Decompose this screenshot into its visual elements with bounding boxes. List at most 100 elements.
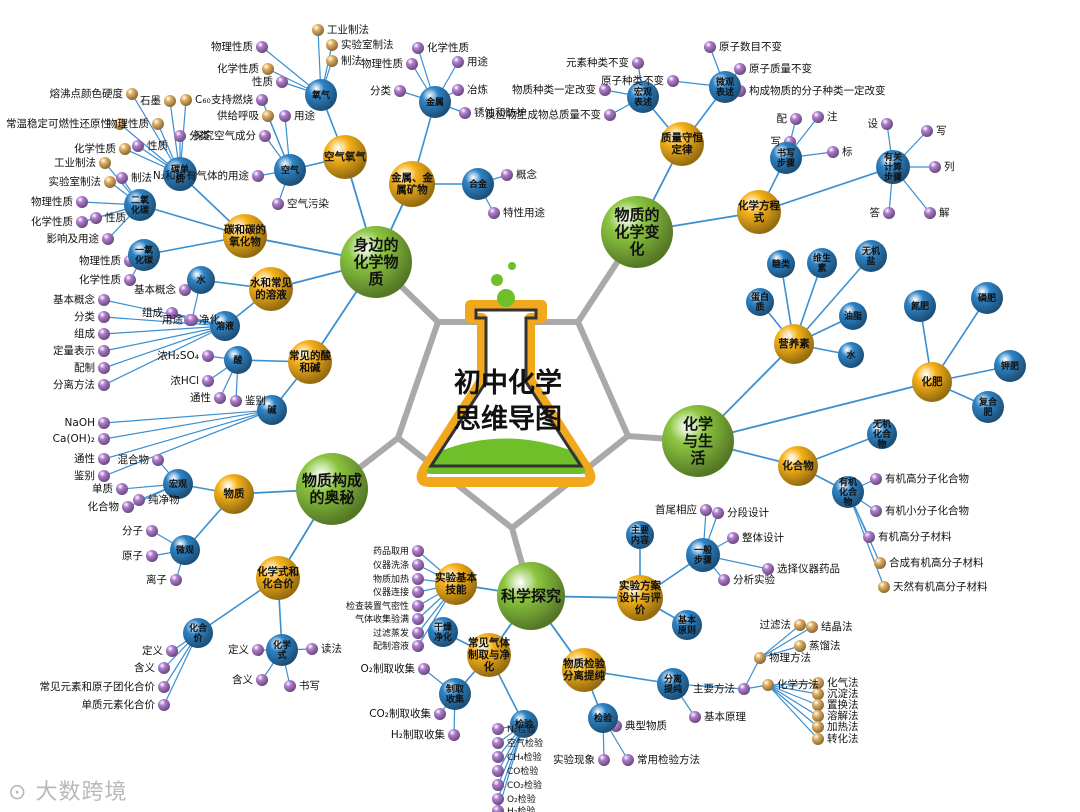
leaf-dot <box>124 274 136 286</box>
main-node-2-label: 物质的化学变化 <box>614 206 659 258</box>
leaf-dot <box>166 645 178 657</box>
topic-node-alloy-label: 合金 <box>469 178 488 190</box>
leaf-label: 支持燃烧 <box>211 93 253 106</box>
leaf-dot <box>259 130 271 142</box>
topic-node-acid <box>224 346 252 374</box>
leaf-dot <box>116 172 128 184</box>
leaf-line <box>103 325 226 386</box>
leaf-dot <box>186 314 198 326</box>
main-node-5-label: 物质构成的奥秘 <box>302 471 362 506</box>
leaf-dot <box>448 729 460 741</box>
leaf-dot <box>98 362 110 374</box>
topic-node-val-label: 化合价 <box>189 621 208 643</box>
leaf-label: 药品取用 <box>373 546 409 557</box>
leaf-dot <box>256 41 268 53</box>
sub-node-comp-label: 化合物 <box>782 459 814 472</box>
leaf-dot <box>152 118 164 130</box>
leaf-label: 混合物 <box>118 453 150 466</box>
sub-node-air <box>323 135 367 179</box>
leaf-label: 石墨 <box>140 95 161 107</box>
sub-node-formula <box>256 556 300 600</box>
leaf-dot <box>326 55 338 67</box>
leaf-dot <box>492 779 504 791</box>
leaf-label: 锈蚀和防护 <box>474 106 527 119</box>
leaf-dot <box>99 157 111 169</box>
leaf-label: 用途 <box>467 55 488 68</box>
sub-node-eq-label: 化学方程式 <box>738 199 780 224</box>
leaf-dot <box>412 42 424 54</box>
leaf-label: 化学性质 <box>217 62 259 75</box>
leaf-dot <box>98 470 110 482</box>
title-line1: 初中化学 <box>454 367 562 399</box>
topic-node-gen-label: 一般步骤 <box>694 543 713 565</box>
leaf-line <box>103 409 273 440</box>
leaf-label: 沉淀法 <box>827 687 859 700</box>
sub-node-air-label: 空气氧气 <box>324 150 366 163</box>
leaf-label: 定义 <box>142 644 163 657</box>
main-node-4-label: 科学探究 <box>501 587 561 605</box>
leaf-label: 溶解法 <box>827 709 859 722</box>
watermark-text: 大数跨境 <box>35 780 128 805</box>
leaf-label: 反应物生成物总质量不变 <box>486 108 602 121</box>
leaf-line <box>767 684 819 740</box>
leaf-dot <box>412 613 424 625</box>
leaf-label: 探究空气成分 <box>193 129 256 142</box>
sub-node-water <box>249 267 293 311</box>
topic-node-vit-label: 维生素 <box>813 251 831 273</box>
topic-node-salt-label: 无机盐 <box>861 244 880 266</box>
leaf-label: 检查装置气密性 <box>346 600 409 612</box>
leaf-label: 物理性质 <box>361 57 403 70</box>
topic-node-c-label: 碳单质 <box>171 162 189 184</box>
leaf-dot <box>812 111 824 123</box>
leaf-label: 书写 <box>299 680 320 692</box>
topic-node-micro <box>709 71 741 103</box>
leaf-label: 常温稳定可燃性还原性 <box>6 117 111 130</box>
leaf-label: 结晶法 <box>821 620 853 633</box>
leaf-dot <box>812 677 824 689</box>
watermark: ⊙ 大数跨境 <box>8 774 127 806</box>
leaf-label: 含义 <box>134 661 155 674</box>
leaf-label: 配制溶液 <box>373 640 409 652</box>
sub-node-basic <box>435 563 477 605</box>
topic-node-gen <box>686 538 720 572</box>
leaf-dot <box>122 501 134 513</box>
leaf-label: 有机小分子化合物 <box>885 504 969 517</box>
leaf-dot <box>700 504 712 516</box>
leaf-dot <box>812 710 824 722</box>
leaf-label: 通性 <box>74 452 95 465</box>
leaf-label: 配 <box>777 113 788 125</box>
leaf-dot <box>452 84 464 96</box>
topic-node-sep-label: 分离提纯 <box>664 672 682 694</box>
leaf-dot <box>306 643 318 655</box>
sub-node-comp <box>778 446 818 486</box>
leaf-dot <box>90 212 102 224</box>
leaf-label: 浓HCl <box>170 375 199 387</box>
leaf-dot <box>132 140 144 152</box>
topic-node-alloy <box>462 168 494 200</box>
leaf-label: 常用检验方法 <box>637 753 700 766</box>
topic-node-co-label: 一氧化碳 <box>135 243 154 265</box>
leaf-label: CH₄检验 <box>507 751 542 763</box>
leaf-dot <box>599 84 611 96</box>
leaf-dot <box>312 24 324 36</box>
leaf-label: 分子 <box>122 525 143 537</box>
leaf-line <box>759 626 813 659</box>
leaf-label: 鉴别 <box>245 394 266 407</box>
topic-node-sol <box>210 311 240 341</box>
leaf-dot <box>276 76 288 88</box>
leaf-dot <box>929 161 941 173</box>
sub-node-matter <box>214 474 254 514</box>
leaf-dot <box>492 751 504 763</box>
leaf-label: 原子数目不变 <box>719 40 782 53</box>
leaf-label: 组成 <box>142 306 163 319</box>
leaf-dot <box>881 118 893 130</box>
sub-node-test-label: 物质检验分离提纯 <box>563 657 605 682</box>
leaf-label: NaOH <box>65 417 95 429</box>
leaf-label: 纯净物 <box>148 493 180 506</box>
main-node-3 <box>662 405 734 477</box>
leaf-line <box>767 684 819 717</box>
leaf-label: 配制 <box>74 361 95 374</box>
topic-node-co <box>128 239 160 271</box>
sub-node-acid-label: 常见的酸和碱 <box>289 349 331 374</box>
